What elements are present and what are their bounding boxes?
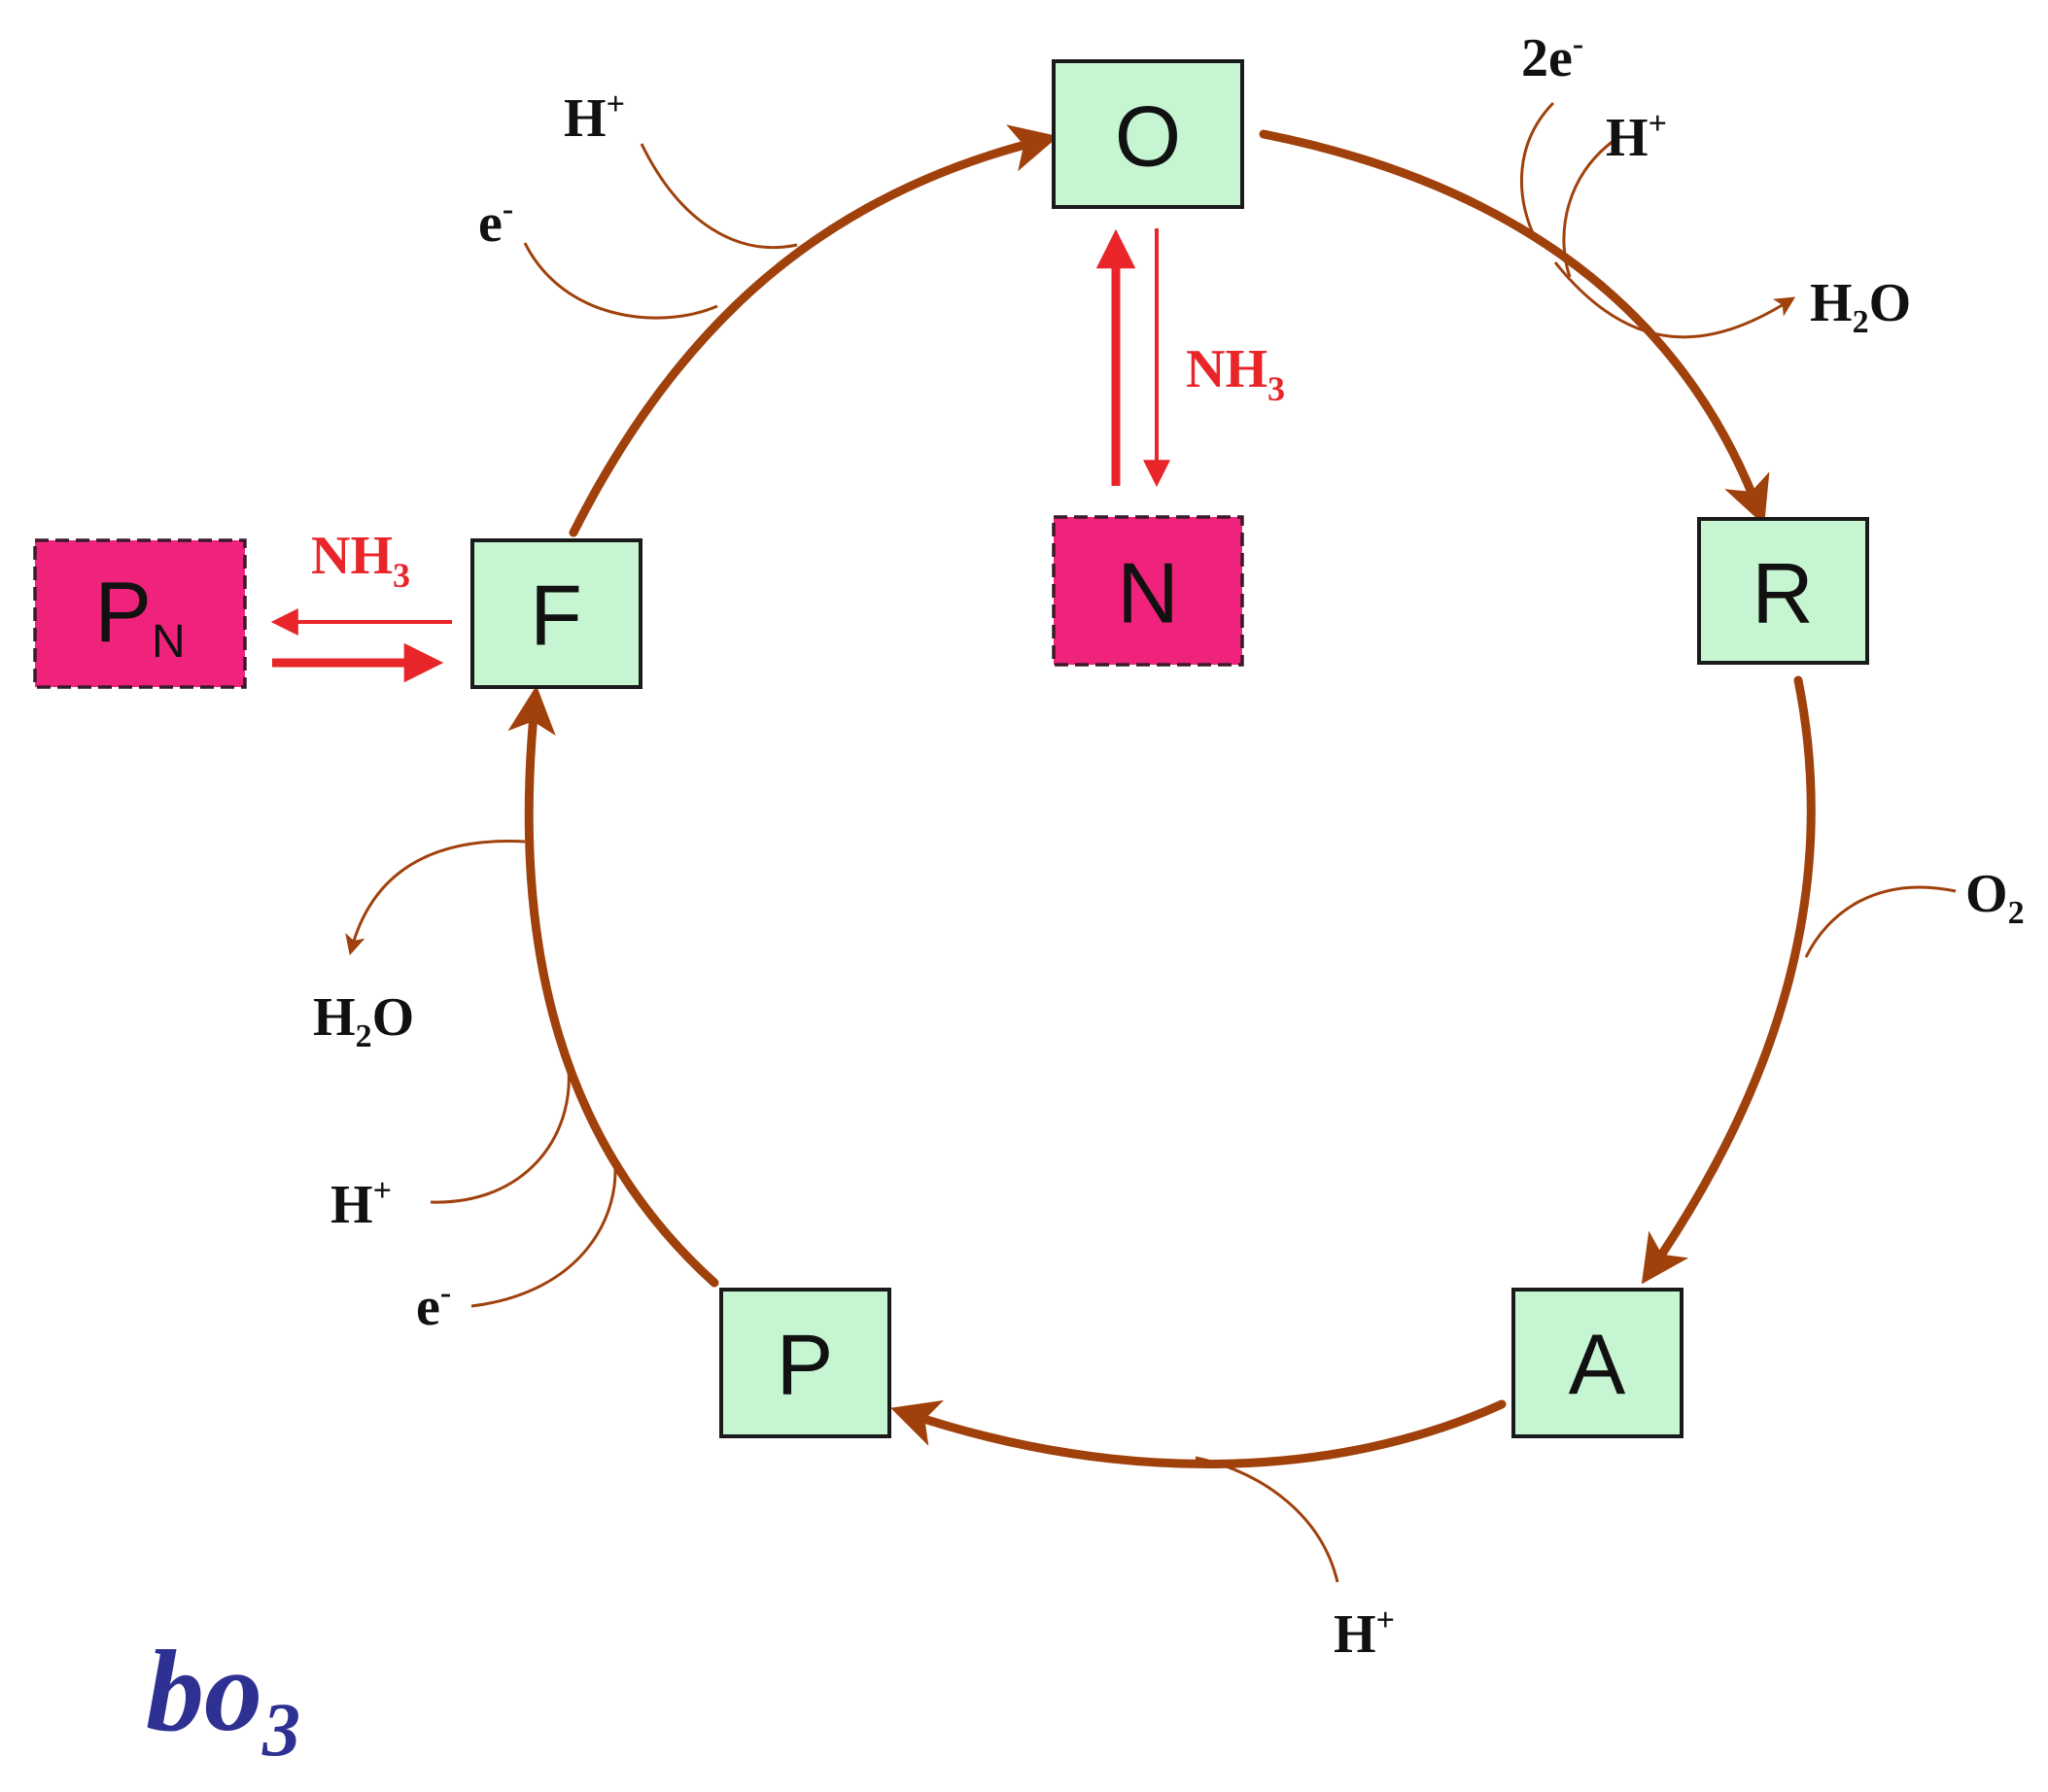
side-arc-h-plus-in-top-left [640, 143, 798, 250]
nh3-label-vertical: NH3 [1186, 339, 1285, 408]
species-2e-minus: 2e- [1521, 26, 1583, 88]
state-a: A [1511, 1288, 1684, 1438]
state-n: N [1052, 515, 1244, 667]
species-e-minus-bottom-left: e- [416, 1275, 451, 1337]
state-r-label: R [1752, 545, 1814, 641]
species-h2o-right: H2O [1810, 273, 1911, 340]
state-r: R [1697, 517, 1869, 665]
nh3-label-horizontal: NH3 [311, 526, 410, 595]
state-f: F [470, 538, 642, 689]
species-h-plus-top-right: H+ [1606, 106, 1667, 168]
species-o2: O2 [1965, 864, 2025, 931]
enzyme-label: bo3 [146, 1626, 300, 1772]
side-arc-h-plus-in-bottom-left [430, 1068, 571, 1204]
arc-r-to-a [1641, 675, 1816, 1285]
side-arc-h-plus-in-bottom [1195, 1456, 1339, 1583]
state-o-label: O [1115, 88, 1181, 185]
species-h-plus-top-left: H+ [564, 86, 625, 149]
side-arc-o2-in [1804, 885, 1957, 958]
side-arc-e-minus-in-bottom-left [470, 1155, 617, 1308]
arc-f-to-o [569, 124, 1059, 537]
state-p-label: P [777, 1317, 834, 1413]
side-arc-2e-in [1519, 101, 1555, 244]
arc-p-to-f [507, 685, 719, 1288]
state-p: P [719, 1288, 891, 1438]
state-a-label: A [1569, 1317, 1626, 1413]
state-pn: PN [33, 538, 247, 689]
arc-a-to-p [890, 1399, 1507, 1468]
species-h-plus-bottom-left: H+ [330, 1173, 392, 1235]
state-pn-label: PN [94, 564, 185, 668]
side-arc-h-plus-in-top-right [1562, 139, 1614, 278]
side-arc-h2o-out-left [345, 840, 526, 956]
state-n-label: N [1117, 545, 1179, 641]
state-o: O [1052, 59, 1244, 209]
species-h-plus-bottom: H+ [1334, 1602, 1395, 1665]
species-h2o-left: H2O [313, 987, 414, 1054]
arc-o-to-r [1259, 129, 1770, 526]
side-arc-e-minus-in-top-left [523, 242, 718, 320]
side-arc-h2o-out-right [1553, 261, 1796, 339]
state-f-label: F [530, 568, 582, 664]
species-e-minus-top-left: e- [478, 191, 513, 254]
